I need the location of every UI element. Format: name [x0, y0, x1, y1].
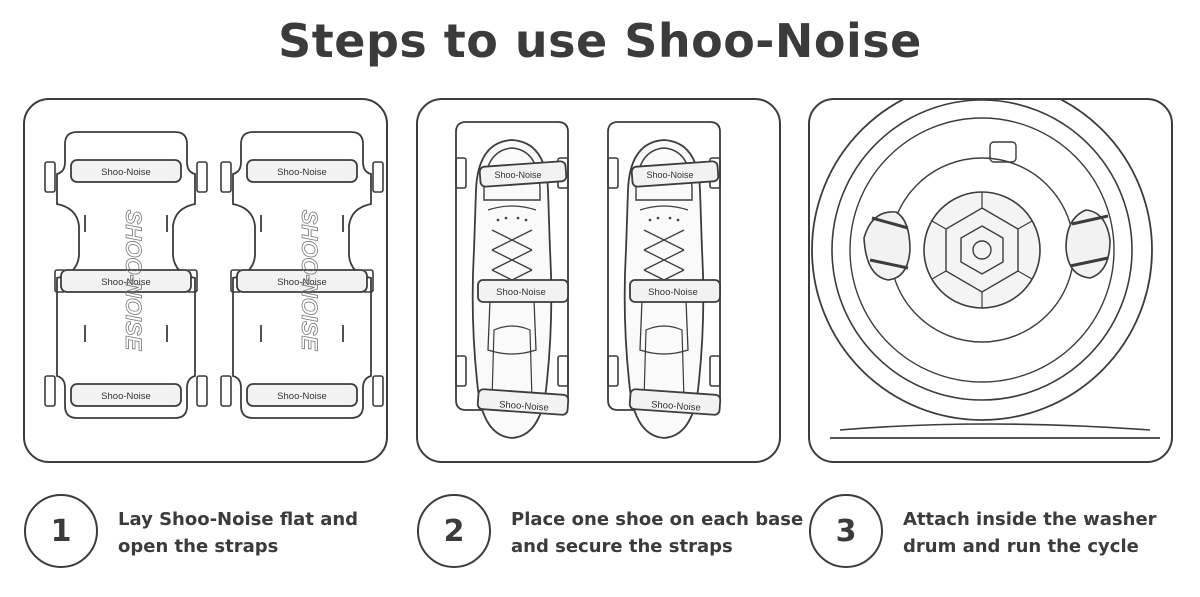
strap-label: Shoo-Noise — [101, 277, 151, 288]
strap-label: Shoo-Noise — [496, 287, 546, 298]
step-caption: Attach inside the washer drum and run th… — [903, 509, 1157, 557]
step-caption: Place one shoe on each base and secure t… — [511, 509, 804, 557]
strap-label: Shoo-Noise — [101, 391, 151, 402]
strap-label: Shoo-Noise — [277, 167, 327, 178]
step-caption: Lay Shoo-Noise flat and open the straps — [118, 509, 359, 557]
base-watermark: SHOO-NOISE — [121, 210, 146, 352]
strap-label: Shoo-Noise — [101, 167, 151, 178]
step-number: 3 — [809, 494, 883, 568]
strap-label: Shoo-Noise — [648, 287, 698, 298]
strap-label: Shoo-Noise — [494, 170, 541, 180]
step-3-illustration — [808, 98, 1173, 463]
step-2-illustration: Shoo-Noise Shoo-Noise Shoo-Noise Shoo-No… — [416, 98, 781, 463]
page-title: Steps to use Shoo-Noise — [278, 14, 922, 68]
strap-label: Shoo-Noise — [277, 277, 327, 288]
washer-drum-drawing — [811, 100, 1160, 439]
strap-label: Shoo-Noise — [646, 170, 693, 180]
step-number: 2 — [417, 494, 491, 568]
step-number: 1 — [24, 494, 98, 568]
strap-label: Shoo-Noise — [499, 399, 549, 413]
strap-label: Shoo-Noise — [277, 391, 327, 402]
base-watermark: SHOO-NOISE — [297, 210, 322, 352]
step-1-illustration: Shoo-Noise Shoo-Noise Shoo-Noise Shoo-No… — [23, 98, 388, 463]
flat-bases-drawing: Shoo-Noise Shoo-Noise Shoo-Noise Shoo-No… — [44, 131, 384, 419]
strapped-shoes-drawing: Shoo-Noise Shoo-Noise Shoo-Noise Shoo-No… — [455, 121, 722, 439]
strap-label: Shoo-Noise — [651, 399, 701, 413]
